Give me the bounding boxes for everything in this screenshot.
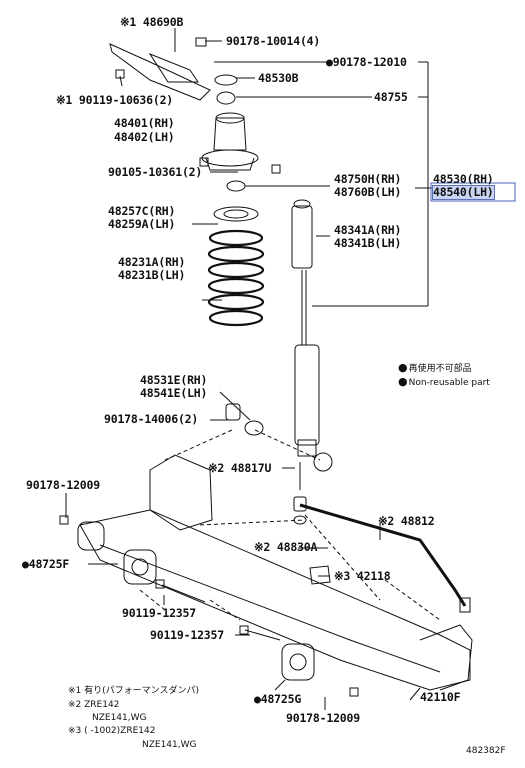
- label-90178-12010[interactable]: ●90178-12010: [326, 55, 407, 69]
- label-48812[interactable]: ※2 48812: [378, 514, 435, 528]
- label-48231B[interactable]: 48231B(LH): [118, 268, 186, 282]
- note-2b: NZE141,WG: [92, 713, 147, 723]
- label-90105-10361[interactable]: 90105-10361(2): [108, 165, 203, 179]
- label-48725F[interactable]: ●48725F: [22, 557, 70, 571]
- label-42110F[interactable]: 42110F: [420, 690, 461, 704]
- label-48830A[interactable]: ※2 48830A: [254, 540, 318, 554]
- note-3b: NZE141,WG: [142, 740, 197, 750]
- label-48750H[interactable]: 48750H(RH): [334, 172, 402, 186]
- label-48530B[interactable]: 48530B: [258, 71, 299, 85]
- label-48531E[interactable]: 48531E(RH): [140, 373, 208, 387]
- note-3a: ※3 ( -1002)ZRE142: [68, 726, 156, 736]
- label-48231A[interactable]: 48231A(RH): [118, 255, 186, 269]
- label-48725G[interactable]: ●48725G: [254, 692, 302, 706]
- label-90119-12357-a[interactable]: 90119-12357: [122, 606, 196, 620]
- label-48257C[interactable]: 48257C(RH): [108, 204, 176, 218]
- label-48817U[interactable]: ※2 48817U: [208, 461, 272, 475]
- label-90178-12009-a[interactable]: 90178-12009: [26, 478, 100, 492]
- label-90119-10636[interactable]: ※1 90119-10636(2): [56, 93, 174, 107]
- label-48690B[interactable]: ※1 48690B: [120, 15, 184, 29]
- label-48540-lh[interactable]: 48540(LH): [432, 185, 495, 200]
- note-1: ※1 有り(パフォーマンスダンパ): [68, 686, 199, 696]
- label-48755[interactable]: 48755: [374, 90, 408, 104]
- label-48341B[interactable]: 48341B(LH): [334, 236, 402, 250]
- label-48530-rh[interactable]: 48530(RH): [433, 172, 494, 186]
- label-48341A[interactable]: 48341A(RH): [334, 223, 402, 237]
- label-90178-14006[interactable]: 90178-14006(2): [104, 412, 199, 426]
- label-48760B[interactable]: 48760B(LH): [334, 185, 402, 199]
- label-90178-12009-b[interactable]: 90178-12009: [286, 711, 360, 725]
- figure-id: 482382F: [466, 746, 506, 756]
- label-90119-12357-b[interactable]: 90119-12357: [150, 628, 224, 642]
- label-48401[interactable]: 48401(RH): [114, 116, 175, 130]
- legend-non-reusable-en: Non-reusable part: [398, 376, 490, 389]
- label-48259A[interactable]: 48259A(LH): [108, 217, 176, 231]
- label-42118[interactable]: ※3 42118: [334, 569, 391, 583]
- label-48541E[interactable]: 48541E(LH): [140, 386, 208, 400]
- note-2a: ※2 ZRE142: [68, 700, 120, 710]
- legend-non-reusable-jp: 再使用不可部品: [398, 362, 472, 375]
- label-48402[interactable]: 48402(LH): [114, 130, 175, 144]
- label-90178-10014[interactable]: 90178-10014(4): [226, 34, 321, 48]
